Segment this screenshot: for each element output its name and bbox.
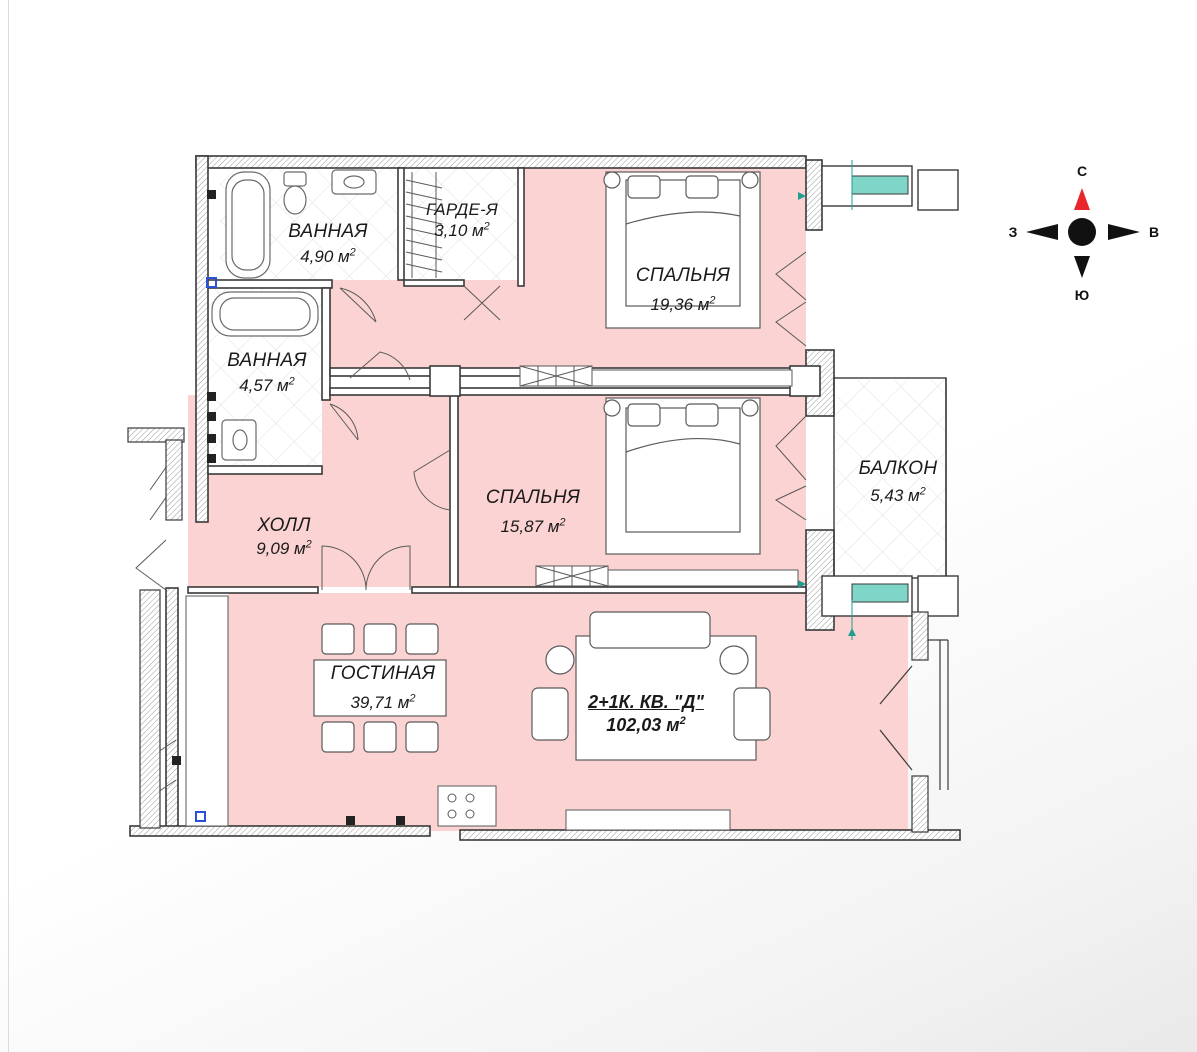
bedroom2-area-sup: 2: [559, 516, 566, 529]
wardrobe-name: ГАРДЕ-Я: [426, 200, 498, 219]
living-area: 39,71 м2: [331, 693, 436, 713]
living-right-wall: [879, 611, 949, 833]
balcony-label: БАЛКОН 5,43 м2: [859, 458, 938, 506]
bedroom1-name: СПАЛЬНЯ: [635, 265, 731, 286]
left-exterior: [127, 427, 185, 829]
compass-west-arrow: [1026, 224, 1058, 240]
wardrobe-tile: [404, 168, 518, 280]
bath2-area: 4,57 м2: [227, 376, 307, 396]
marker-blue-1: [206, 277, 217, 288]
bedroom2-area: 15,87 м2: [486, 517, 580, 537]
bedroom1-area-sup: 2: [709, 294, 716, 307]
hall-label: ХОЛЛ 9,09 м2: [256, 515, 312, 559]
compass-center: [1068, 218, 1096, 246]
wall-wardrobe-right: [517, 167, 525, 287]
balcony-tile: [836, 380, 946, 576]
wall-bath1-right: [397, 167, 405, 281]
bath1-area-value: 4,90 м: [300, 247, 350, 266]
balcony-area-value: 5,43 м: [870, 486, 920, 505]
sanitary: [189, 169, 377, 717]
bedroom1-area-value: 19,36 м: [650, 295, 710, 314]
wall-mid-horizontal-2: [329, 387, 807, 396]
bedroom2-name: СПАЛЬНЯ: [485, 487, 581, 508]
living-label: ГОСТИНАЯ 39,71 м2: [331, 663, 436, 713]
wall-hall-living-2: [411, 586, 807, 594]
vent-blocks: [798, 160, 959, 640]
balcony-area-sup: 2: [919, 485, 926, 498]
hall-area-sup: 2: [305, 538, 312, 551]
hall-name: ХОЛЛ: [257, 515, 311, 536]
compass-north-arrow: [1074, 188, 1090, 210]
page-edge-line: [8, 0, 9, 1052]
wall-left-upper: [195, 155, 209, 523]
compass-south-arrow: [1074, 256, 1090, 278]
bed-2: [603, 397, 761, 555]
wall-hall-living: [187, 586, 319, 594]
compass-east-arrow: [1108, 224, 1140, 240]
vent-teal-bottom: [851, 583, 909, 603]
bedroom1-area: 19,36 м2: [636, 295, 730, 315]
bath2-area-value: 4,57 м: [239, 376, 289, 395]
sofa-set: [531, 611, 771, 761]
closets: [519, 365, 799, 831]
bath1-label: ВАННАЯ 4,90 м2: [288, 221, 368, 267]
kitchen: [185, 595, 497, 827]
dining-set: [313, 623, 447, 753]
wardrobe-area-value: 3,10 м: [434, 221, 484, 240]
wall-bottom-right: [459, 829, 961, 841]
toilet-1: [283, 171, 307, 187]
wall-left-lower: [165, 587, 179, 829]
bath2-name: ВАННАЯ: [227, 350, 307, 371]
bed-1: [603, 171, 761, 329]
wardrobe-label: ГАРДЕ-Я 3,10 м2: [426, 200, 498, 241]
wall-hall-bedroom: [449, 394, 459, 588]
bedroom2-label: СПАЛЬНЯ 15,87 м2: [486, 487, 580, 537]
living-name: ГОСТИНАЯ: [330, 663, 436, 684]
bath2-area-sup: 2: [288, 375, 295, 388]
apartment-area-sup: 2: [679, 715, 686, 727]
bath1-area: 4,90 м2: [288, 247, 368, 267]
marker-blue-2: [195, 811, 206, 822]
apartment-label: 2+1К. КВ. "Д" 102,03 м2: [588, 692, 704, 736]
bathtub-1: [225, 171, 271, 279]
wall-bath2-bottom: [207, 465, 323, 475]
markers: [172, 190, 405, 825]
compass-south-label: Ю: [1074, 287, 1090, 303]
wardrobe-area: 3,10 м2: [426, 221, 498, 241]
wardrobe-area-sup: 2: [483, 220, 490, 233]
bathtubs: [211, 171, 319, 337]
compass: [1026, 188, 1140, 278]
wall-top: [195, 155, 807, 169]
balcony-name: БАЛКОН: [858, 458, 938, 479]
hall-area-value: 9,09 м: [256, 539, 306, 558]
apartment-area: 102,03 м2: [588, 715, 704, 736]
compass-east-label: В: [1148, 224, 1160, 240]
compass-west-label: З: [1008, 224, 1018, 240]
bedroom2-area-value: 15,87 м: [500, 517, 560, 536]
wall-bath1-bottom: [207, 279, 333, 289]
apartment-title: 2+1К. КВ. "Д": [588, 692, 704, 712]
wall-bath2-right: [321, 287, 331, 401]
compass-north-label: С: [1076, 163, 1088, 179]
wardrobe-corridor-fill: [330, 280, 450, 370]
bath1-name: ВАННАЯ: [288, 221, 368, 242]
bath1-area-sup: 2: [349, 246, 356, 259]
hall-area: 9,09 м2: [256, 539, 312, 559]
wall-right-top: [805, 159, 823, 231]
vent-teal-top: [851, 175, 909, 195]
living-area-sup: 2: [409, 692, 416, 705]
column-2: [789, 365, 821, 397]
walls: [129, 155, 961, 841]
bathtub-2: [211, 291, 319, 337]
apartment-area-value: 102,03 м: [606, 715, 680, 735]
bedroom1-label: СПАЛЬНЯ 19,36 м2: [636, 265, 730, 315]
wardrobe-rails: [405, 172, 443, 278]
living-area-value: 39,71 м: [350, 693, 410, 712]
wall-wardrobe-bottom: [403, 279, 465, 287]
balcony-area: 5,43 м2: [859, 486, 938, 506]
wall-bottom-left: [129, 825, 431, 837]
column-1: [429, 365, 461, 397]
bath2-label: ВАННАЯ 4,57 м2: [227, 350, 307, 396]
